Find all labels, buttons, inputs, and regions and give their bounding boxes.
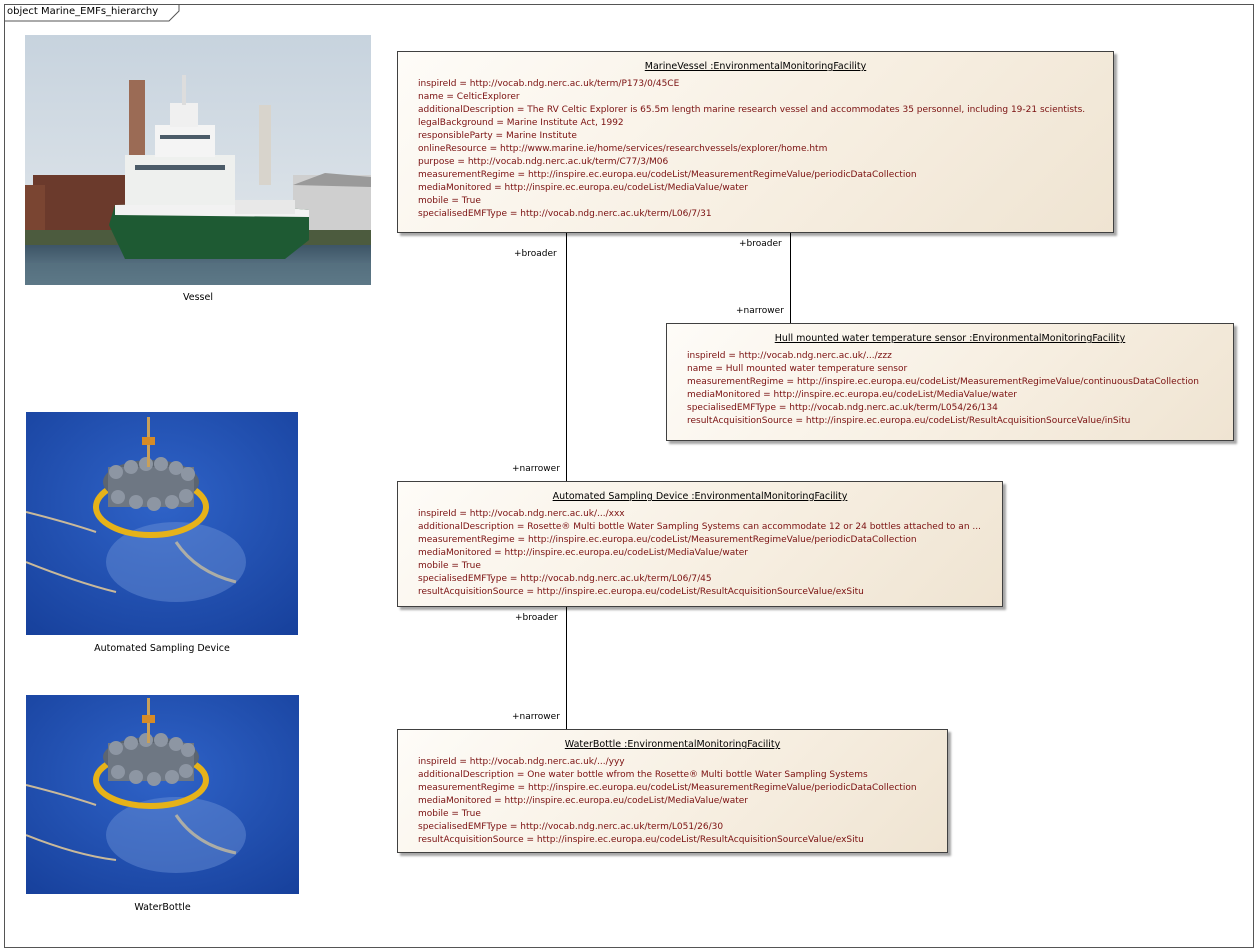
attribute: onlineResource = http://www.marine.ie/ho… <box>418 144 828 154</box>
object-title: MarineVessel :EnvironmentalMonitoringFac… <box>644 61 867 72</box>
role-label-broader: +broader <box>514 249 557 259</box>
object-title: Hull mounted water temperature sensor :E… <box>774 333 1126 344</box>
vessel-image <box>25 35 371 285</box>
role-label-narrower: +narrower <box>512 464 560 474</box>
attribute: measurementRegime = http://inspire.ec.eu… <box>418 170 917 180</box>
attribute: name = CelticExplorer <box>418 92 520 102</box>
frame-tab-shape <box>4 4 180 22</box>
attribute-list: inspireId = http://vocab.ndg.nerc.ac.uk/… <box>418 508 1002 599</box>
rosette-sampler-photo-icon <box>26 412 298 635</box>
attribute: resultAcquisitionSource = http://inspire… <box>418 835 864 845</box>
automated-sampling-device-image <box>26 412 298 635</box>
attribute: additionalDescription = The RV Celtic Ex… <box>418 105 1086 115</box>
attribute: mobile = True <box>418 809 481 819</box>
attribute: measurementRegime = http://inspire.ec.eu… <box>418 535 917 545</box>
attribute: specialisedEMFType = http://vocab.ndg.ne… <box>418 209 712 219</box>
connector-vessel-to-asd <box>566 232 567 482</box>
attribute: additionalDescription = One water bottle… <box>418 770 868 780</box>
object-automated-sampling-device[interactable]: Automated Sampling Device :Environmental… <box>397 481 1003 607</box>
attribute-list: inspireId = http://vocab.ndg.nerc.ac.uk/… <box>418 756 947 847</box>
ship-photo-icon <box>25 35 371 285</box>
attribute: resultAcquisitionSource = http://inspire… <box>687 416 1131 426</box>
attribute: mediaMonitored = http://inspire.ec.europ… <box>687 390 1017 400</box>
role-label-narrower: +narrower <box>736 306 784 316</box>
attribute: additionalDescription = Rosette® Multi b… <box>418 522 981 532</box>
water-bottle-caption: WaterBottle <box>134 902 191 913</box>
vessel-caption: Vessel <box>183 292 213 303</box>
attribute: mobile = True <box>418 561 481 571</box>
automated-sampling-device-caption: Automated Sampling Device <box>94 643 230 654</box>
attribute-list: inspireId = http://vocab.ndg.nerc.ac.uk/… <box>687 350 1233 428</box>
attribute: specialisedEMFType = http://vocab.ndg.ne… <box>418 822 724 832</box>
object-marine-vessel[interactable]: MarineVessel :EnvironmentalMonitoringFac… <box>397 51 1114 233</box>
role-label-broader: +broader <box>739 239 782 249</box>
role-label-broader: +broader <box>515 613 558 623</box>
attribute: resultAcquisitionSource = http://inspire… <box>418 587 864 597</box>
water-bottle-image <box>26 695 299 894</box>
attribute-list: inspireId = http://vocab.ndg.nerc.ac.uk/… <box>418 78 1113 221</box>
attribute: inspireId = http://vocab.ndg.nerc.ac.uk/… <box>418 757 625 767</box>
diagram-frame <box>4 4 1254 948</box>
diagram-title: object Marine_EMFs_hierarchy <box>7 6 159 17</box>
object-hull-sensor[interactable]: Hull mounted water temperature sensor :E… <box>666 323 1234 441</box>
attribute: name = Hull mounted water temperature se… <box>687 364 908 374</box>
attribute: mediaMonitored = http://inspire.ec.europ… <box>418 796 748 806</box>
object-title: Automated Sampling Device :Environmental… <box>552 491 848 502</box>
attribute: responsibleParty = Marine Institute <box>418 131 577 141</box>
attribute: measurementRegime = http://inspire.ec.eu… <box>687 377 1199 387</box>
attribute: inspireId = http://vocab.ndg.nerc.ac.uk/… <box>418 509 625 519</box>
attribute: mobile = True <box>418 196 481 206</box>
rosette-sampler-photo-icon <box>26 695 299 894</box>
attribute: specialisedEMFType = http://vocab.ndg.ne… <box>418 574 712 584</box>
attribute: inspireId = http://vocab.ndg.nerc.ac.uk/… <box>418 79 680 89</box>
attribute: mediaMonitored = http://inspire.ec.europ… <box>418 183 748 193</box>
object-water-bottle[interactable]: WaterBottle :EnvironmentalMonitoringFaci… <box>397 729 948 853</box>
connector-vessel-to-sensor <box>790 232 791 324</box>
attribute: specialisedEMFType = http://vocab.ndg.ne… <box>687 403 998 413</box>
object-title: WaterBottle :EnvironmentalMonitoringFaci… <box>564 739 781 750</box>
attribute: measurementRegime = http://inspire.ec.eu… <box>418 783 917 793</box>
attribute: purpose = http://vocab.ndg.nerc.ac.uk/te… <box>418 157 669 167</box>
role-label-narrower: +narrower <box>512 712 560 722</box>
attribute: mediaMonitored = http://inspire.ec.europ… <box>418 548 748 558</box>
attribute: inspireId = http://vocab.ndg.nerc.ac.uk/… <box>687 351 892 361</box>
attribute: legalBackground = Marine Institute Act, … <box>418 118 624 128</box>
connector-asd-to-waterbottle <box>566 606 567 730</box>
